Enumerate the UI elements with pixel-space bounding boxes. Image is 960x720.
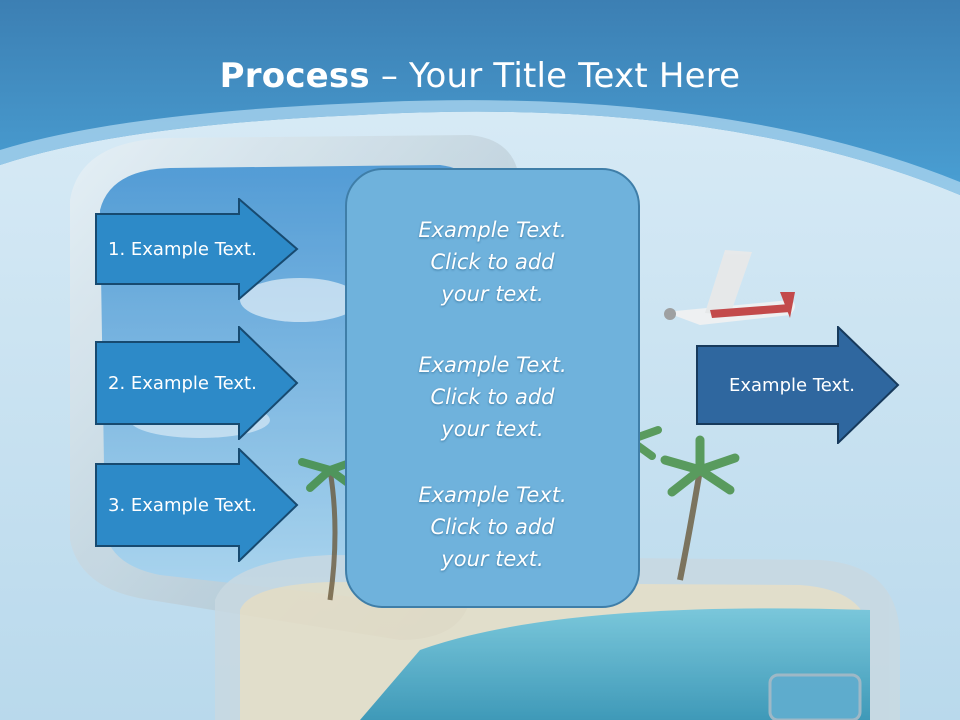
slide-title[interactable]: Process – Your Title Text Here [0, 56, 960, 96]
center-text-block-3: Example Text. Click to add your text. [347, 479, 638, 575]
center-text-block-1: Example Text. Click to add your text. [347, 214, 638, 310]
arrow-shape-3 [95, 448, 299, 562]
arrow-label-3: 3. Example Text. [108, 494, 257, 516]
process-arrow-2[interactable]: 2. Example Text. [94, 326, 300, 440]
title-rest: Your Title Text Here [409, 56, 741, 96]
title-dash: – [369, 56, 410, 96]
result-arrow-label: Example Text. [729, 374, 855, 396]
center-text-line: Example Text. [418, 353, 567, 377]
process-arrow-1[interactable]: 1. Example Text. [94, 198, 300, 300]
arrow-label-1: 1. Example Text. [108, 238, 257, 260]
center-text-line: Click to add [430, 250, 555, 274]
center-text-line: Example Text. [418, 218, 567, 242]
arrow-label-2: 2. Example Text. [108, 372, 257, 394]
center-text-line: Example Text. [418, 483, 567, 507]
center-text-line: Click to add [430, 515, 555, 539]
center-text-line: your text. [441, 547, 544, 571]
result-arrow-shape [696, 326, 900, 444]
center-text-line: Click to add [430, 385, 555, 409]
center-text-block-2: Example Text. Click to add your text. [347, 349, 638, 445]
center-text-box[interactable]: Example Text. Click to add your text. Ex… [345, 168, 640, 608]
result-arrow[interactable]: Example Text. [695, 326, 901, 444]
title-bold: Process [219, 56, 370, 96]
arrow-shape-1 [95, 198, 299, 300]
center-text-line: your text. [441, 282, 544, 306]
arrow-shape-2 [95, 326, 299, 440]
process-arrow-3[interactable]: 3. Example Text. [94, 448, 300, 562]
center-text-line: your text. [441, 417, 544, 441]
airplane-image [664, 250, 795, 325]
